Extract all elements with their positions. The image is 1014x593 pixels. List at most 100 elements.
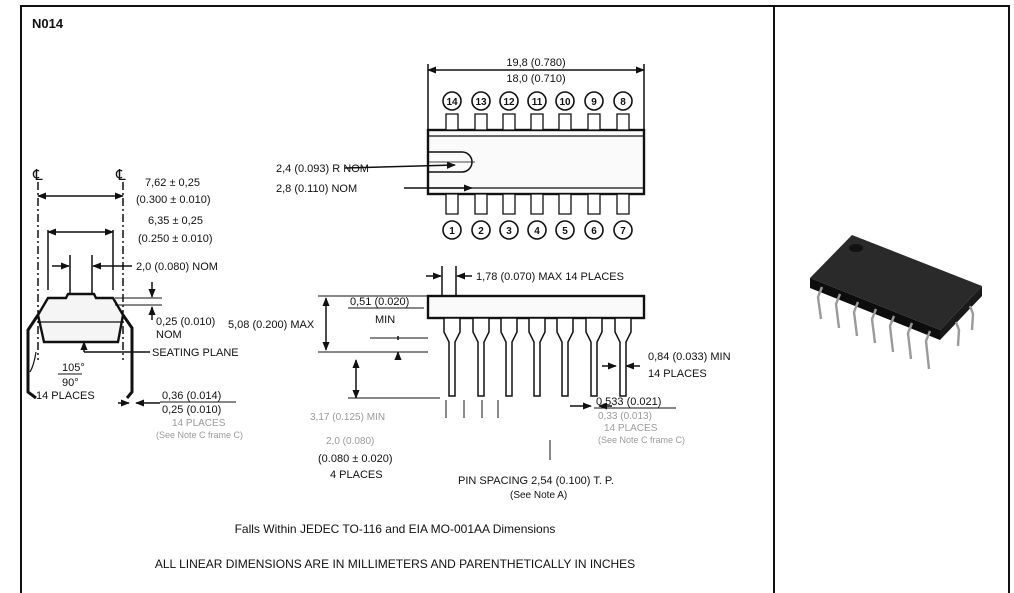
top-pin-lead — [530, 113, 544, 131]
lead-places: 14 PLACES — [172, 418, 226, 429]
top-pin-lead — [502, 113, 516, 131]
bottom-pin-circle — [499, 220, 519, 240]
bottom-pin-number: 5 — [562, 226, 568, 237]
top-pin-number: 8 — [620, 97, 626, 108]
top-pin-circle — [613, 91, 633, 111]
top-pin-lead — [587, 113, 601, 131]
bottom-pin-circle — [555, 220, 575, 240]
top-pin-circle — [584, 91, 604, 111]
shoulder-places: 14 PLACES — [648, 368, 707, 380]
end-lead-tolerance: (0.080 ± 0.020) — [318, 453, 393, 465]
tip-width-max: 0,533 (0.021) — [596, 396, 661, 408]
tab-nom-label: 2,0 (0.080) NOM — [136, 261, 218, 273]
side-lead-row — [443, 317, 632, 397]
top-pin-number: 14 — [446, 97, 458, 108]
side-lead — [443, 317, 461, 397]
tip-note: (See Note C frame C) — [598, 435, 685, 445]
side-view-labels: 1,78 (0.070) MAX 14 PLACES 5,08 (0.200) … — [228, 271, 731, 501]
package-photo — [810, 235, 982, 370]
row-span-in: (0.300 ± 0.010) — [136, 194, 211, 206]
top-pin-number: 13 — [475, 97, 487, 108]
angle-min: 90° — [62, 377, 79, 389]
shoulder-max: 1,78 (0.070) MAX 14 PLACES — [476, 271, 624, 283]
tip-width-min: 0,33 (0.013) — [598, 411, 652, 422]
bottom-pin-number: 7 — [620, 226, 626, 237]
bottom-pin-circle — [584, 220, 604, 240]
top-pin-row: 14 13 12 11 10 9 8 — [442, 91, 633, 131]
side-view — [318, 266, 646, 460]
side-lead — [614, 317, 632, 397]
thickness-value: 0,25 (0.010) — [156, 316, 215, 328]
body-width-mm: 6,35 ± 0,25 — [148, 215, 203, 227]
standoff-value: 0,51 (0.020) — [350, 296, 409, 308]
pin-spacing: PIN SPACING 2,54 (0.100) T. P. — [458, 475, 614, 487]
shoulder-min: 0,84 (0.033) MIN — [648, 351, 731, 363]
bottom-pin-lead — [587, 193, 601, 215]
drawing-frame — [20, 5, 1010, 593]
length-max: 19,8 (0.780) — [506, 57, 565, 69]
bottom-pin-number: 1 — [449, 226, 455, 237]
bottom-pin-lead — [502, 193, 516, 215]
jedec-note: Falls Within JEDEC TO-116 and EIA MO-001… — [234, 522, 556, 536]
end-view-labels: ℄ ℄ 7,62 ± 0,25 (0.300 ± 0.010) 6,35 ± 0… — [32, 167, 243, 440]
top-pin-lead — [616, 113, 630, 131]
centerline-left-symbol: ℄ — [32, 167, 43, 184]
end-view — [26, 182, 162, 407]
end-lead-value: 2,0 (0.080) — [326, 436, 374, 447]
notch-radius: 2,4 (0.093) R NOM — [276, 163, 369, 175]
standoff-min: MIN — [375, 314, 395, 326]
side-lead — [528, 317, 546, 397]
top-pin-lead — [445, 113, 459, 131]
notch-nom: 2,8 (0.110) NOM — [276, 183, 357, 195]
top-pin-number: 9 — [591, 97, 597, 108]
panel-divider — [773, 5, 775, 593]
package-code: N014 — [32, 16, 64, 31]
bottom-pin-circle — [471, 220, 491, 240]
height-max: 5,08 (0.200) MAX — [228, 319, 315, 331]
bottom-pin-number: 6 — [591, 226, 597, 237]
top-pin-number: 11 — [532, 97, 543, 108]
units-note: ALL LINEAR DIMENSIONS ARE IN MILLIMETERS… — [154, 557, 636, 571]
angle-max: 105° — [62, 362, 85, 374]
bottom-pin-row: 1 2 3 4 5 6 7 — [442, 193, 633, 240]
seating-plane-label: SEATING PLANE — [152, 347, 239, 359]
top-view-labels: 19,8 (0.780) 18,0 (0.710) 2,4 (0.093) R … — [276, 57, 566, 195]
body-width-in: (0.250 ± 0.010) — [138, 233, 213, 245]
tip-places: 14 PLACES — [604, 423, 658, 434]
row-span-mm: 7,62 ± 0,25 — [145, 177, 200, 189]
top-pin-circle — [442, 91, 462, 111]
bottom-pin-number: 3 — [506, 226, 512, 237]
top-pin-circle — [471, 91, 491, 111]
pin-spacing-note: (See Note A) — [510, 490, 567, 501]
top-pin-circle — [499, 91, 519, 111]
bottom-pin-circle — [527, 220, 547, 240]
side-lead — [500, 317, 518, 397]
side-lead — [472, 317, 490, 397]
top-pin-number: 12 — [503, 97, 515, 108]
bottom-pin-circle — [442, 220, 462, 240]
top-view — [344, 64, 646, 196]
lead-note: (See Note C frame C) — [156, 430, 243, 440]
bottom-pin-number: 2 — [478, 226, 484, 237]
bottom-pin-lead — [474, 193, 488, 215]
bottom-pin-lead — [530, 193, 544, 215]
angle-places: 14 PLACES — [36, 390, 95, 402]
bottom-pin-circle — [613, 220, 633, 240]
top-pin-number: 10 — [559, 97, 571, 108]
side-lead — [585, 317, 603, 397]
centerline-right-symbol: ℄ — [115, 167, 126, 184]
top-pin-lead — [474, 113, 488, 131]
bottom-pin-lead — [616, 193, 630, 215]
bottom-pin-number: 4 — [534, 226, 540, 237]
top-pin-circle — [527, 91, 547, 111]
end-lead-places: 4 PLACES — [330, 469, 383, 481]
side-lead — [556, 317, 574, 397]
lead-width-min: 0,25 (0.010) — [162, 404, 221, 416]
bottom-pin-lead — [558, 193, 572, 215]
lead-length: 3,17 (0.125) MIN — [310, 412, 385, 423]
bottom-pin-lead — [445, 193, 459, 215]
top-pin-circle — [555, 91, 575, 111]
lead-width-max: 0,36 (0.014) — [162, 390, 221, 402]
top-pin-lead — [558, 113, 572, 131]
